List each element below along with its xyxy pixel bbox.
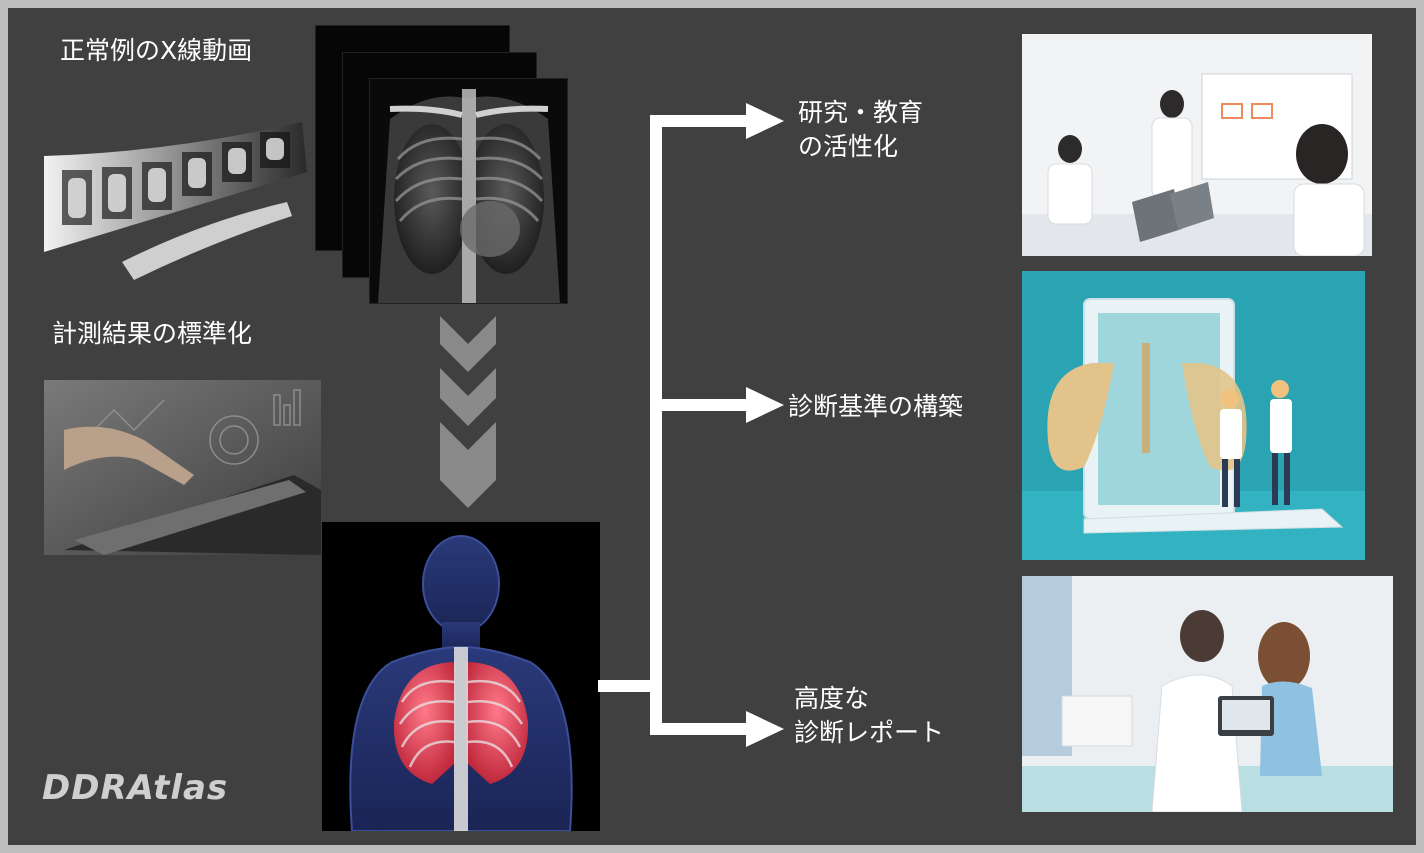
arrow-shaft-research	[650, 115, 750, 127]
diagnostic-report-photo	[1022, 576, 1393, 812]
diagram-canvas: 正常例のX線動画	[8, 8, 1416, 845]
outcome-advanced-report-line1: 高度な	[794, 684, 870, 713]
arrow-head-research	[746, 103, 784, 139]
diagnostic-criteria-illustration	[1022, 271, 1365, 560]
label-standardization: 計測結果の標準化	[52, 319, 253, 348]
tablet-data-image	[44, 380, 321, 555]
outcome-advanced-report-line2: 診断レポート	[794, 718, 945, 747]
xray-film-strip-image	[42, 112, 312, 282]
chest-xray-frame-front	[369, 78, 568, 304]
human-lungs-image	[322, 522, 600, 831]
arrow-head-criteria	[746, 387, 784, 423]
label-normal-xray-video: 正常例のX線動画	[60, 36, 253, 65]
research-meeting-photo	[1022, 34, 1372, 256]
arrow-shaft-criteria	[650, 399, 750, 411]
outcome-research-education-line2: の活性化	[798, 132, 899, 161]
outcome-research-education-line1: 研究・教育	[798, 98, 924, 127]
connector-arrows	[598, 103, 784, 747]
connector-vertical-line	[650, 115, 662, 735]
ddratlas-logo: DDRAtlas	[42, 768, 229, 808]
outcome-diagnostic-criteria: 診断基準の構築	[788, 392, 964, 421]
down-chevrons	[440, 316, 496, 508]
arrow-head-report	[746, 711, 784, 747]
connector-from-lungs	[598, 680, 658, 692]
arrow-shaft-report	[650, 723, 750, 735]
